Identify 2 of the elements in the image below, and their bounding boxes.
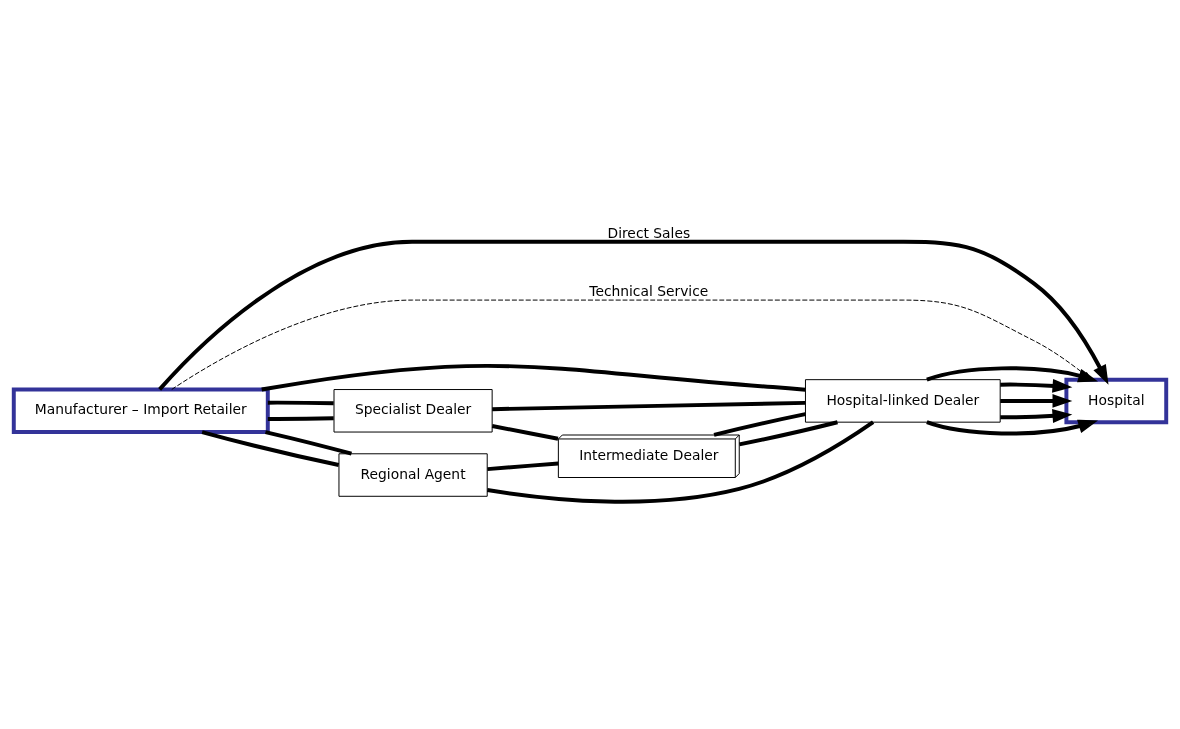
edge-label: Technical Service <box>589 283 709 300</box>
edge-label: Direct Sales <box>607 225 691 242</box>
